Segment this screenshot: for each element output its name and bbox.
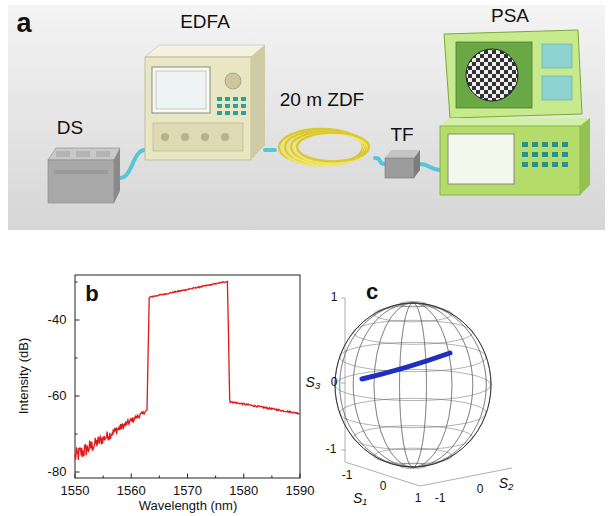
tick-label: 1 xyxy=(415,492,422,505)
tick-label: -1 xyxy=(342,469,353,482)
filter-box-drawing xyxy=(385,150,420,178)
tick-label: 1590 xyxy=(286,484,315,498)
polarization-trace xyxy=(362,353,450,379)
axis-title: S₂ xyxy=(499,476,514,491)
optical-fiber xyxy=(375,158,385,164)
sphere-outline xyxy=(335,303,491,467)
device-label: DS xyxy=(57,118,83,139)
device-label: 20 m ZDF xyxy=(280,90,364,111)
device-label: TF xyxy=(390,125,413,146)
filter-box: TF xyxy=(385,150,420,178)
optical-fiber xyxy=(120,150,145,178)
axis-title: Intensity (dB) xyxy=(17,338,31,415)
axis-title: S₃ xyxy=(306,375,321,390)
device-label: EDFA xyxy=(180,12,230,33)
psa-instrument: PSA xyxy=(440,30,590,195)
tick-label: 1570 xyxy=(173,484,202,498)
tick-label: 1 xyxy=(331,291,338,304)
device-label: PSA xyxy=(491,6,529,27)
tick-label: -1 xyxy=(326,443,337,456)
tick-label: 1560 xyxy=(117,484,146,498)
tick-label: 1580 xyxy=(229,484,258,498)
poincare-sphere xyxy=(335,298,512,486)
tick-label: 0 xyxy=(380,480,387,493)
tick-label: 1550 xyxy=(61,484,90,498)
plot-frame xyxy=(75,275,300,478)
ds-device-drawing xyxy=(48,148,120,203)
tick-label: -80 xyxy=(48,465,67,479)
tick-label: 0 xyxy=(477,483,484,496)
edfa-instrument-drawing xyxy=(145,45,265,160)
optical-fiber xyxy=(265,148,275,152)
fiber-coil-drawing xyxy=(275,120,375,175)
axis-title: Wavelength (nm) xyxy=(139,499,238,513)
panel-letter: a xyxy=(16,9,31,39)
tick-label: -1 xyxy=(435,492,446,505)
tick-label: 0 xyxy=(331,376,338,389)
ds-device: DS xyxy=(48,148,120,203)
axis-title: S₁ xyxy=(353,491,367,506)
fiber-coil: 20 m ZDF xyxy=(275,120,375,175)
optical-fiber xyxy=(420,164,440,170)
spectrum-plot xyxy=(75,275,300,478)
tick-label: -60 xyxy=(48,389,67,403)
edfa-instrument: EDFA xyxy=(145,45,265,160)
panel-letter: b xyxy=(85,282,98,306)
panel-letter: c xyxy=(366,280,378,304)
tick-label: -40 xyxy=(48,313,67,327)
spectrum-trace xyxy=(75,281,300,460)
psa-instrument-drawing xyxy=(440,30,590,195)
panel-a-background xyxy=(8,5,605,230)
